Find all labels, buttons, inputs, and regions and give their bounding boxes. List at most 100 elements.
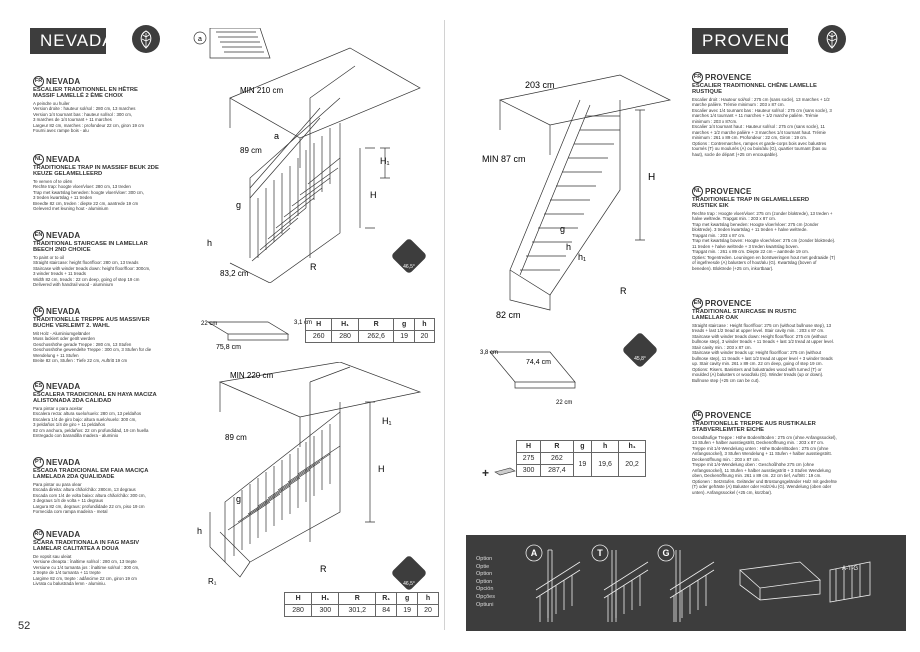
- h-label: H: [370, 190, 377, 200]
- provence-title: PROVENCE: [692, 28, 804, 54]
- lang-line: Deckenöffnung min. : 203 x 87 cm.: [692, 456, 760, 462]
- lang-line: Te verven of te oliën: [33, 178, 73, 184]
- angle-label-r: 45,8°: [634, 356, 646, 362]
- table-header: H: [515, 440, 542, 453]
- opt-a: A: [531, 548, 538, 558]
- lang-line: Largura 82 cm, degraus: profundidade 22 …: [33, 503, 145, 509]
- nevada-tread-detail: 22 cm 75,8 cm 3,1 cm: [201, 320, 312, 351]
- table-header: g: [393, 318, 415, 331]
- lang-line: Version droite : hauteur sol/sol : 280 c…: [33, 106, 136, 112]
- step-icon: [494, 467, 516, 476]
- lang-line: bullnose step), 3 winder treads + 11 tre…: [692, 339, 834, 345]
- lang-line: 13 Stufen + halber ausstiegstritt, Decke…: [692, 440, 825, 446]
- lang-line: moulded (A) balusters or wood/alu (G). W…: [692, 372, 824, 378]
- lang-line: Treppe mit 1/4-Wendelung oben : Geschoßh…: [692, 462, 815, 468]
- h1-label-r: h₁: [578, 252, 586, 262]
- label-a2: a: [274, 131, 279, 141]
- lang-line: Breedte 82 cm, treden : diepte 22 cm, aa…: [33, 200, 139, 206]
- table-cell: 20: [417, 604, 439, 617]
- lang-line: Escada direita: altura chão/chão: 280cm,…: [33, 487, 136, 493]
- lang-line: Escalier droit : Hauteur sol/sol : 275 c…: [692, 96, 830, 102]
- provence-stair-drawing: 203 cm MIN 87 cm H h₁ h g R 82 cm: [482, 74, 672, 320]
- lang-line: Rechte trap : Hoogte vloer/vloer: 275 cm…: [692, 210, 833, 216]
- lang-line: of ingefreesde (A) balusters of hout/alu…: [692, 260, 817, 266]
- lang-line: Straight staircase: height floor/floor: …: [33, 260, 139, 266]
- lang-line: Fourni avec rampe bois - alu: [33, 128, 89, 134]
- width-dim: 89 cm: [240, 146, 262, 155]
- g-label: g: [236, 200, 241, 210]
- table-cell: 20: [413, 330, 436, 343]
- lang-line: Staircase with winder treads up: Height …: [692, 350, 822, 356]
- table-cell: 300: [515, 464, 542, 477]
- table-header: h: [591, 440, 620, 453]
- table-cell: 19: [572, 452, 593, 477]
- table-header: R: [357, 318, 395, 331]
- lang-subtitle: LAMELLAR OAK: [692, 315, 739, 322]
- lang-line: Versiune cu 1/4 turnanta jos : înaltime …: [33, 564, 140, 570]
- lang-line: Stair cavity min. : 203 x 87 cm.: [692, 344, 752, 350]
- provence-tread-detail: 3,8 cm 74,4 cm 22 cm: [480, 350, 576, 406]
- h1-label: H₁: [380, 156, 390, 166]
- lang-line: Escalera recta: altura suelo/suelo: 280 …: [33, 411, 142, 417]
- table-cell: 19,6: [591, 452, 620, 477]
- lang-line: 11 treden + halve weltrede + 3 treden kw…: [692, 243, 799, 249]
- lang-line: marches 1/4 tournant + 11 marches + 1/2 …: [692, 113, 819, 119]
- lang-line: Staircase with winder treads down: Heigh…: [692, 333, 827, 339]
- lang-subtitle: SCARA TRADITIONALA IN FAG MASIV: [33, 540, 140, 546]
- lang-line: 3 trepte de 1/4 turnanta + 11 trepte: [33, 570, 101, 576]
- w203: 203 cm: [525, 80, 555, 90]
- lang-line: Escalera 1/4 de giro bajo: altura suelo/…: [33, 416, 137, 422]
- table-cell: 84: [375, 604, 398, 617]
- table-cell: 19: [393, 330, 415, 343]
- lang-line: (T) oder gefräste (A) Baluster oder Holz…: [692, 484, 832, 490]
- lang-subtitle: ESCALIER TRADITIONNEL EN HÊTRE: [33, 87, 138, 93]
- d22-r: 22 cm: [556, 400, 572, 406]
- lang-line: Version 1/4 tournant bas : hauteur sol/s…: [33, 111, 133, 117]
- lang-line: Trapgat min. : 261 x 89 cm. Diepte 22 cm…: [692, 249, 809, 255]
- lang-line: treads + last 1/2 tread at upper level. …: [692, 328, 825, 334]
- small-h-label: h: [207, 238, 212, 248]
- leaf-icon-2: [818, 25, 846, 53]
- page-number: 52: [18, 620, 31, 632]
- lang-name: PROVENCE: [705, 73, 752, 82]
- lang-code: FR: [33, 76, 44, 87]
- lang-line: Fornecida com rampa madeira - metal: [33, 509, 108, 515]
- lang-subtitle: LAMELADA 2DA QUALIDADE: [33, 474, 115, 481]
- lang-line: Optionen : Setzstufen. Geländer und Brüs…: [692, 478, 837, 484]
- nevada-title: NEVADA: [30, 28, 114, 54]
- table-header: R₁: [375, 592, 398, 605]
- lang-line: up. Stair cavity min. 261 x 89 cm. 22 cm…: [692, 361, 823, 367]
- table-header: g: [396, 592, 419, 605]
- lang-code: PT: [33, 457, 44, 468]
- lang-subtitle: LAMELAR CALITATEA A DOUA: [33, 546, 119, 553]
- lang-subtitle: ESCALERA TRADICIONAL EN HAYA MACIZA: [33, 392, 157, 398]
- table-cell: 260: [304, 330, 333, 343]
- table-cell: 287,4: [540, 464, 574, 477]
- option-label: Option: [476, 571, 493, 578]
- w82: 82 cm: [496, 310, 521, 320]
- table-header: g: [572, 440, 593, 453]
- lang-line: Largeur 82 cm, marches : profondeur 22 c…: [33, 122, 145, 128]
- lang-subtitle: TRADITIONELLE TREPPE AUS RUSTIKALER: [692, 421, 816, 427]
- lang-line: Escalier avec 1/4 tournant bas : Hauteur…: [692, 107, 832, 113]
- lang-subtitle: ALISTONADA 2DA CALIDAD: [33, 398, 112, 405]
- lang-name: PROVENCE: [705, 411, 752, 420]
- len-dim: 83,2 cm: [220, 269, 249, 278]
- lang-name: NEVADA: [46, 530, 81, 539]
- h-label-2: H: [378, 464, 385, 474]
- lang-line: Geleverd met leuning hout - aluminium: [33, 206, 109, 212]
- lang-subtitle: TRADITIONELE TRAP IN MASSIEF BEUK 2DE: [33, 165, 159, 171]
- lang-name: NEVADA: [46, 382, 81, 391]
- lang-subtitle: RUSTIQUE: [692, 89, 722, 96]
- small-h-label-2: h: [197, 526, 202, 536]
- lang-name: NEVADA: [46, 155, 81, 164]
- lang-line: Wendelung + 11 Stufen: [33, 352, 79, 358]
- lang-code: RO: [33, 529, 44, 540]
- lang-code: ES: [33, 381, 44, 392]
